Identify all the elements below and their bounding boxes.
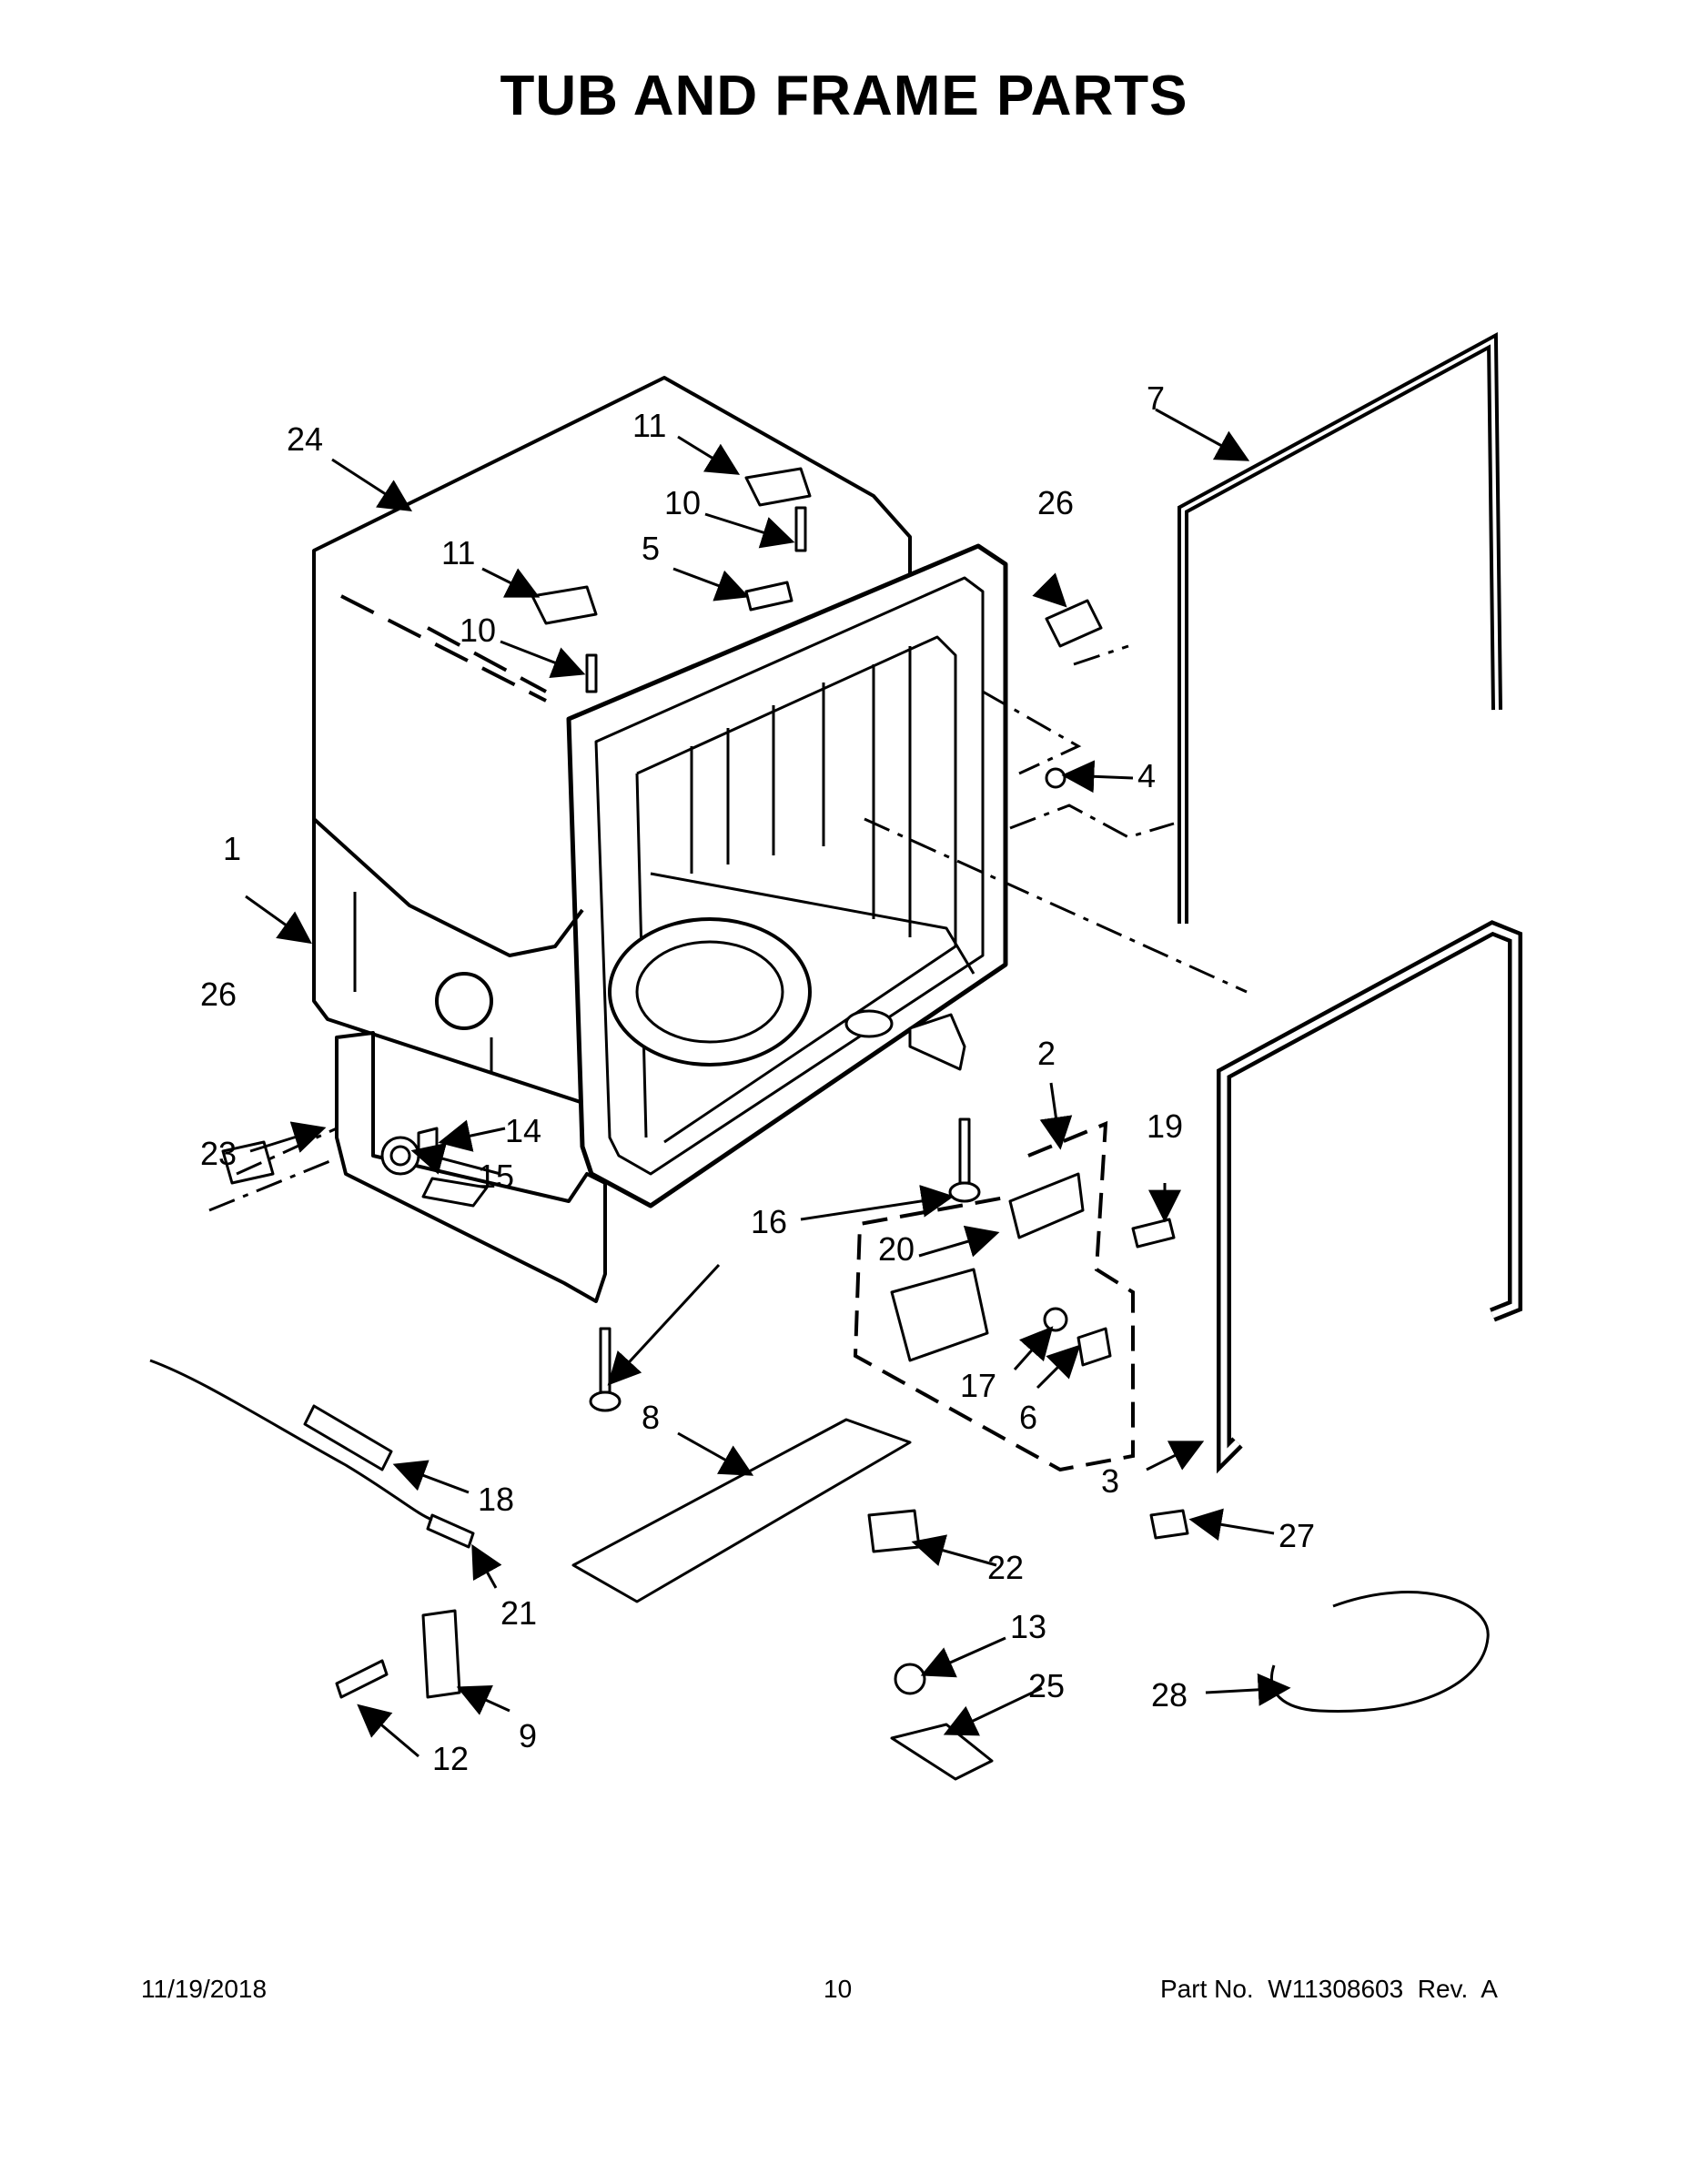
- callout-23: 23: [200, 1135, 237, 1172]
- callout-22: 22: [987, 1549, 1024, 1586]
- footer-part-number: Part No. W11308603 Rev. A: [1160, 1975, 1498, 2003]
- callout-15: 15: [478, 1158, 514, 1195]
- callout-3: 3: [1101, 1462, 1119, 1500]
- callout-14: 14: [505, 1112, 541, 1149]
- callout-17: 17: [960, 1367, 996, 1404]
- footer-page-number: 10: [824, 1975, 853, 2003]
- callout-24: 24: [287, 420, 323, 458]
- footer-date: 11/19/2018: [141, 1975, 268, 2003]
- callout-6: 6: [1019, 1399, 1037, 1436]
- callout-18: 18: [478, 1481, 514, 1518]
- callout-11b: 11: [441, 534, 475, 571]
- wire-harnesses: [149, 1359, 1490, 1713]
- callout-16: 16: [751, 1203, 787, 1240]
- callout-26a: 26: [1037, 484, 1074, 521]
- door-gasket-upper: [1178, 331, 1502, 924]
- callout-11a: 11: [632, 407, 666, 444]
- lower-gasket: [1217, 920, 1522, 1474]
- callout-20: 20: [878, 1230, 915, 1268]
- callout-27: 27: [1279, 1517, 1315, 1554]
- callout-25: 25: [1028, 1667, 1065, 1704]
- callout-labels: 1 2 3 4 5 6 7 8 9 10 10 11 11 12 13 14 1…: [200, 379, 1315, 1777]
- tub-assembly: [312, 376, 1008, 1208]
- callout-26b: 26: [200, 976, 237, 1013]
- callout-13: 13: [1010, 1608, 1046, 1645]
- callout-8: 8: [642, 1399, 660, 1436]
- callout-12: 12: [432, 1740, 469, 1777]
- callout-9: 9: [519, 1717, 537, 1754]
- dashed-kit-boundary: [853, 1120, 1135, 1472]
- callout-19: 19: [1147, 1107, 1183, 1145]
- small-parts: [221, 467, 1189, 1781]
- callout-5: 5: [642, 530, 660, 567]
- leader-arrows: [245, 408, 1291, 1758]
- base-frame: [335, 1013, 966, 1303]
- callout-1: 1: [223, 830, 241, 867]
- callout-21: 21: [500, 1594, 537, 1632]
- callout-28: 28: [1151, 1676, 1188, 1714]
- callout-10b: 10: [460, 612, 496, 649]
- page-title: TUB AND FRAME PARTS: [500, 65, 1188, 127]
- alignment-lines: [208, 644, 1248, 1212]
- callout-2: 2: [1037, 1035, 1056, 1072]
- callout-4: 4: [1137, 757, 1156, 794]
- callout-7: 7: [1147, 379, 1165, 417]
- callout-10a: 10: [664, 484, 701, 521]
